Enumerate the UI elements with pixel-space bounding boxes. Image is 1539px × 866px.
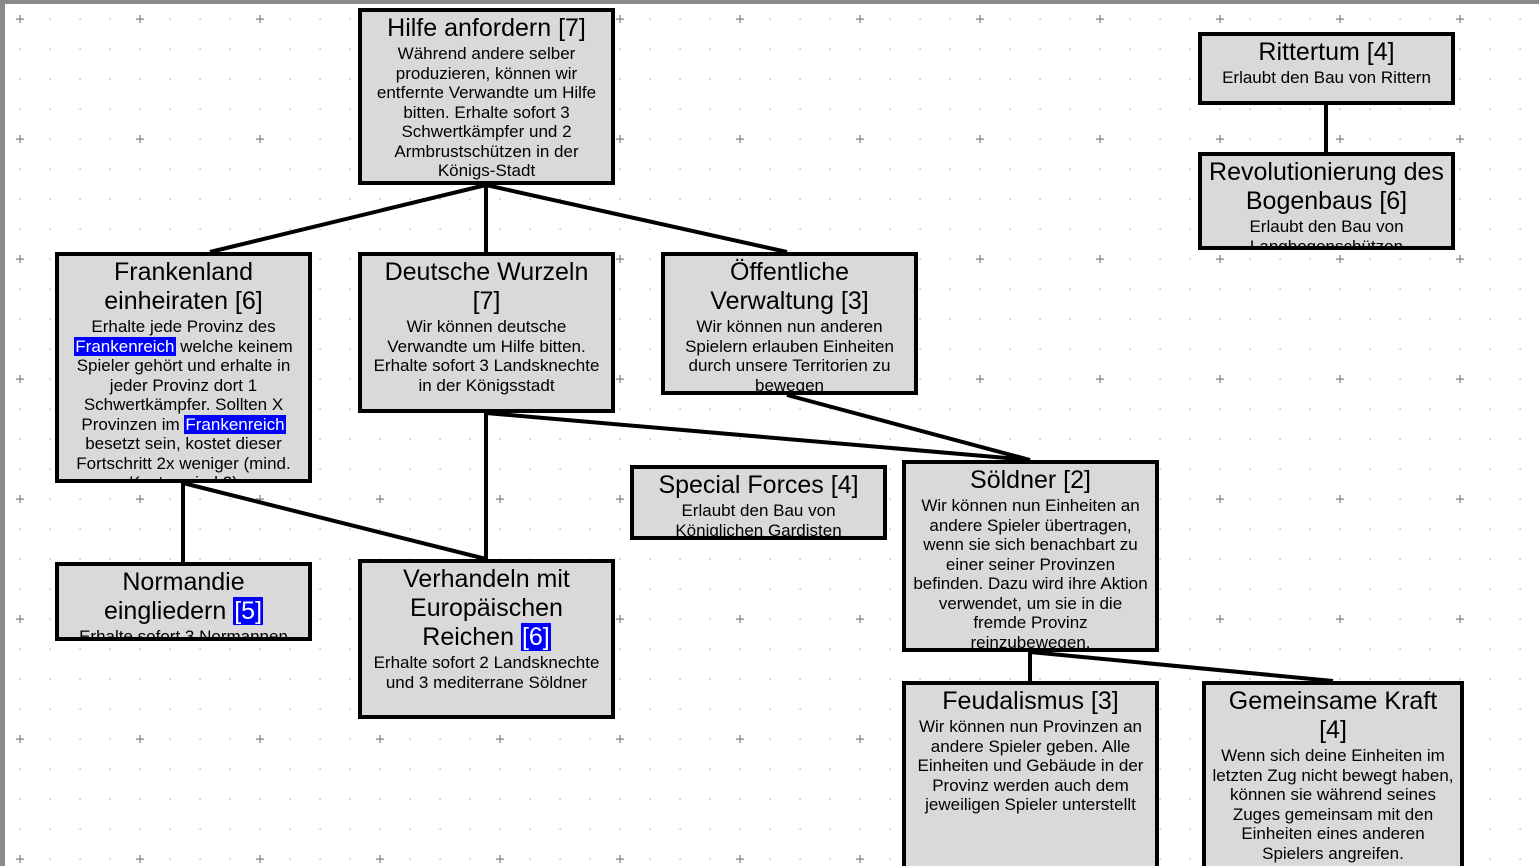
- node-special-forces[interactable]: Special Forces [4]Erlaubt den Bau von Kö…: [630, 465, 887, 540]
- node-gemeinsame-kraft[interactable]: Gemeinsame Kraft [4]Wenn sich deine Einh…: [1202, 681, 1464, 866]
- node-description: Erlaubt den Bau von Langbogenschützen: [1249, 217, 1409, 250]
- node-title-text: Normandie eingliedern: [103, 568, 252, 625]
- edge-frankenland-einheiraten-to-verhandeln-europaeische-reiche: [182, 481, 487, 561]
- node-revolutionierung-bogenbau[interactable]: Revolutionierung des Bogenbaus [6]Erlaub…: [1198, 152, 1455, 250]
- node-description: Erhalte jede Provinz des Frankenreich we…: [65, 317, 302, 479]
- node-description: Wenn sich deine Einheiten im letzten Zug…: [1212, 746, 1459, 863]
- node-title: Verhandeln mit Europäischen Reichen [6]: [368, 565, 605, 652]
- node-description: Wir können nun Einheiten an andere Spiel…: [913, 496, 1153, 652]
- node-title-text: Verhandeln mit Europäischen Reichen: [403, 565, 577, 651]
- node-title: Frankenland einheiraten [6]: [104, 258, 263, 315]
- node-title: Normandie eingliedern [5]: [65, 568, 302, 626]
- node-description: Während andere selber produzieren, könne…: [376, 44, 601, 180]
- node-title: Gemeinsame Kraft [4]: [1228, 687, 1445, 744]
- node-frankenland-einheiraten[interactable]: Frankenland einheiraten [6]Erhalte jede …: [55, 252, 312, 483]
- selected-text-highlight: [6]: [520, 623, 551, 651]
- selected-text-highlight: Frankenreich: [184, 414, 286, 434]
- node-soeldner[interactable]: Söldner [2]Wir können nun Einheiten an a…: [902, 460, 1159, 652]
- node-description: Erhalte sofort 3 Normannen: [79, 627, 288, 641]
- node-description: Erlaubt den Bau von Rittern: [1222, 68, 1431, 87]
- edge-hilfe-anfordern-to-oeffentliche-verwaltung: [485, 183, 788, 254]
- node-hilfe-anfordern[interactable]: Hilfe anfordern [7]Während andere selber…: [358, 8, 615, 185]
- edge-deutsche-wurzeln-to-soeldner: [485, 411, 1031, 462]
- node-description-text: Erhalte jede Provinz des: [91, 317, 281, 336]
- node-verhandeln-europaeische-reiche[interactable]: Verhandeln mit Europäischen Reichen [6]E…: [358, 559, 615, 719]
- node-title: Hilfe anfordern [7]: [387, 14, 586, 42]
- node-title: Söldner [2]: [970, 466, 1091, 494]
- selected-text-highlight: Frankenreich: [74, 336, 176, 356]
- node-description: Erhalte sofort 2 Landsknechte und 3 medi…: [373, 653, 605, 692]
- node-deutsche-wurzeln[interactable]: Deutsche Wurzeln [7]Wir können deutsche …: [358, 252, 615, 413]
- node-title: Special Forces [4]: [658, 471, 859, 499]
- node-title: Revolutionierung des Bogenbaus [6]: [1209, 158, 1451, 215]
- node-description: Wir können nun Provinzen an andere Spiel…: [917, 717, 1149, 814]
- node-description: Wir können deutsche Verwandte um Hilfe b…: [373, 317, 605, 395]
- node-title: Feudalismus [3]: [942, 687, 1119, 715]
- selected-text-highlight: [5]: [233, 597, 264, 625]
- edge-hilfe-anfordern-to-frankenland-einheiraten: [209, 183, 487, 254]
- node-feudalismus[interactable]: Feudalismus [3]Wir können nun Provinzen …: [902, 681, 1159, 866]
- node-description: Wir können nun anderen Spielern erlauben…: [685, 317, 899, 395]
- node-title: Deutsche Wurzeln [7]: [384, 258, 596, 315]
- edge-oeffentliche-verwaltung-to-soeldner: [786, 393, 1031, 462]
- node-description: Erlaubt den Bau von Königlichen Gardiste…: [675, 501, 842, 540]
- node-normandie-eingliedern[interactable]: Normandie eingliedern [5]Erhalte sofort …: [55, 562, 312, 641]
- node-title: Rittertum [4]: [1258, 38, 1395, 66]
- node-rittertum[interactable]: Rittertum [4] Erlaubt den Bau von Rittern: [1198, 32, 1455, 105]
- edge-soeldner-to-gemeinsame-kraft: [1029, 650, 1334, 683]
- node-title: Öffentliche Verwaltung [3]: [710, 258, 869, 315]
- node-oeffentliche-verwaltung[interactable]: Öffentliche Verwaltung [3]Wir können nun…: [661, 252, 918, 395]
